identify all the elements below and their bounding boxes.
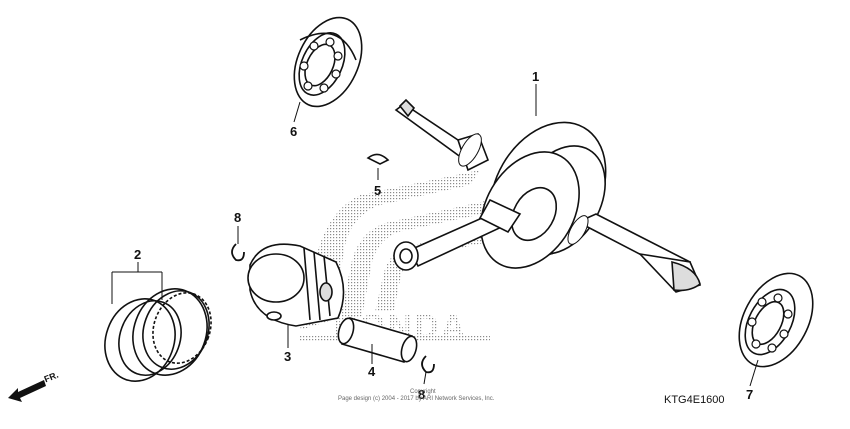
callout-3: 3 (284, 349, 292, 364)
callout-8-right: 8 (418, 387, 426, 402)
crankshaft-1 (393, 98, 702, 293)
callout-2: 2 (134, 247, 142, 262)
piston-pin-clip-8-right (421, 355, 435, 374)
callout-1: 1 (532, 69, 540, 84)
piston-rings-2 (104, 288, 212, 382)
piston-3 (247, 243, 345, 327)
callout-5: 5 (374, 183, 382, 198)
diagram-code: KTG4E1600 (664, 394, 725, 406)
copyright-line-2: Page design (c) 2004 - 2017 by ARI Netwo… (338, 396, 495, 402)
callout-8-left: 8 (234, 210, 242, 225)
bearing-7 (738, 272, 814, 368)
copyright-line-1: Copyright (410, 389, 436, 395)
front-direction-arrow-icon (8, 380, 46, 402)
bearing-6 (293, 16, 363, 108)
callout-7: 7 (746, 387, 754, 402)
callout-6: 6 (290, 124, 298, 139)
woodruff-key-5 (366, 153, 390, 165)
piston-pin-clip-8-left (231, 243, 245, 262)
piston-pin-4 (337, 317, 418, 363)
leader-lines (111, 84, 759, 387)
callout-4: 4 (368, 364, 376, 379)
